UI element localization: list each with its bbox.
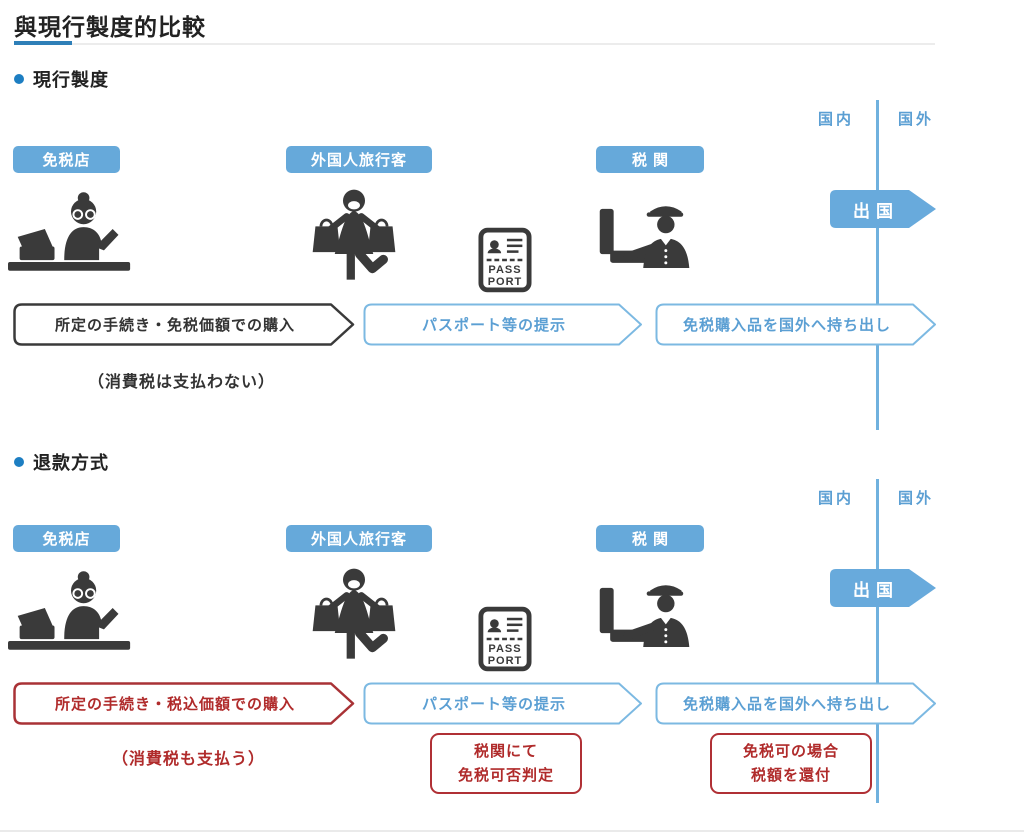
shop-clerk-icon [8, 569, 134, 651]
section-heading-current: 現行製度 [14, 66, 109, 92]
customs-label: 税関 [631, 531, 674, 548]
shop-clerk-icon [8, 190, 134, 272]
customs-judgement-callout: 税関にて 免税可否判定 [430, 733, 582, 794]
foreign-tourist-label: 外国人旅行客 [310, 152, 407, 169]
callout-line: 税関にて [473, 743, 538, 761]
passport-icon: PASS PORT [478, 606, 532, 672]
section-heading-text: 退款方式 [33, 453, 109, 473]
step-passport-arrow: パスポート等の提示 [363, 303, 643, 346]
overseas-label: 国外 [898, 111, 935, 128]
border-line [876, 479, 879, 803]
passport-icon: PASS PORT [478, 227, 532, 293]
duty-free-shop-chip: 免税店 [13, 146, 120, 173]
callout-line: 免税可の場合 [742, 743, 839, 761]
foreign-tourist-label: 外国人旅行客 [310, 531, 407, 548]
passport-text-line2: PORT [487, 655, 523, 667]
overseas-label: 国外 [898, 490, 935, 507]
bottom-divider [0, 830, 1024, 832]
customs-officer-icon [598, 200, 698, 270]
departure-arrow: 出国 [830, 190, 937, 228]
step-purchase-label: 所定の手続き・税込価額での購入 [54, 696, 295, 713]
domestic-label: 国内 [818, 111, 855, 128]
section-heading-refund: 退款方式 [14, 449, 109, 475]
duty-free-shop-label: 免税店 [42, 531, 91, 548]
callout-line: 免税可否判定 [457, 766, 554, 784]
foreign-tourist-chip: 外国人旅行客 [286, 525, 432, 552]
title-divider [14, 43, 935, 45]
foreign-tourist-chip: 外国人旅行客 [286, 146, 432, 173]
duty-free-shop-chip: 免税店 [13, 525, 120, 552]
step-passport-label: パスポート等の提示 [421, 696, 566, 713]
step-purchase-arrow: 所定の手続き・免税価額での購入 [13, 303, 355, 346]
tourist-icon [308, 565, 400, 666]
departure-arrow: 出国 [830, 569, 937, 607]
step-carry-out-label: 免税購入品を国外へ持ち出し [682, 317, 891, 334]
step-carry-out-arrow: 免税購入品を国外へ持ち出し [655, 682, 937, 725]
title-divider-accent [14, 41, 72, 45]
section-heading-text: 現行製度 [33, 70, 109, 90]
passport-text-line2: PORT [487, 276, 523, 288]
departure-label: 出国 [853, 580, 899, 600]
domestic-label: 国内 [818, 490, 855, 507]
tax-refund-callout: 免税可の場合 税額を還付 [710, 733, 872, 794]
customs-officer-icon [598, 579, 698, 649]
callout-line: 税額を還付 [750, 766, 831, 784]
customs-chip: 税関 [596, 525, 704, 552]
customs-label: 税関 [631, 152, 674, 169]
bullet-icon [14, 457, 24, 467]
tax-note: （消費税は支払わない） [88, 374, 276, 391]
customs-chip: 税関 [596, 146, 704, 173]
passport-text-line1: PASS [488, 264, 522, 276]
page-title: 與現行製度的比較 [14, 14, 206, 40]
duty-free-shop-label: 免税店 [42, 152, 91, 169]
departure-label: 出国 [853, 201, 899, 221]
passport-text-line1: PASS [488, 643, 522, 655]
step-carry-out-label: 免税購入品を国外へ持ち出し [682, 696, 891, 713]
tax-note: （消費税も支払う） [112, 751, 266, 768]
step-purchase-arrow: 所定の手続き・税込価額での購入 [13, 682, 355, 725]
step-passport-label: パスポート等の提示 [421, 317, 566, 334]
step-passport-arrow: パスポート等の提示 [363, 682, 643, 725]
step-carry-out-arrow: 免税購入品を国外へ持ち出し [655, 303, 937, 346]
bullet-icon [14, 74, 24, 84]
step-purchase-label: 所定の手続き・免税価額での購入 [54, 317, 295, 334]
border-line [876, 100, 879, 430]
tourist-icon [308, 186, 400, 287]
